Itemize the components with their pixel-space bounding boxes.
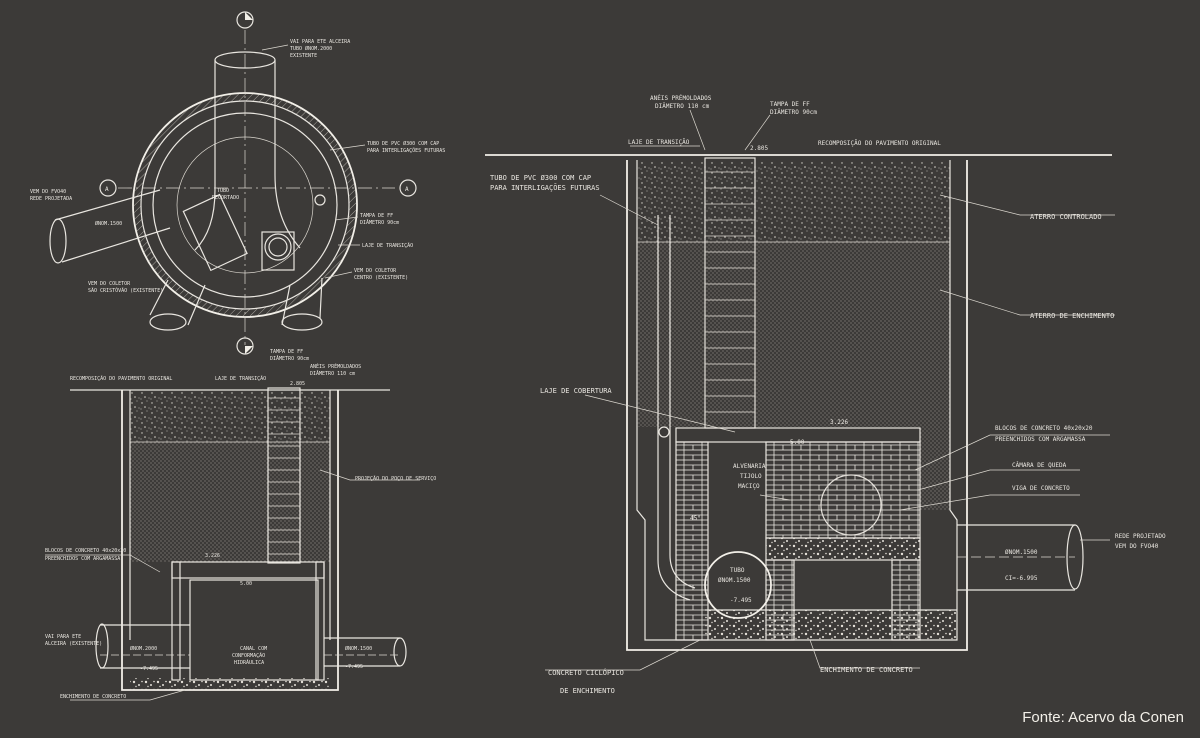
small-label-elev-left: -7.495 xyxy=(140,666,158,672)
main-label-aneis: ANÉIS PRÉMOLDADOS xyxy=(650,94,712,102)
plan-label-existente: EXISTENTE xyxy=(290,53,317,59)
small-label-alceira: ALCEIRA (EXISTENTE) xyxy=(45,641,102,647)
small-label-canal-1: CANAL COM xyxy=(240,646,267,652)
marker-left: A xyxy=(99,179,117,197)
small-label-enchimento: ENCHIMENTO DE CONCRETO xyxy=(60,694,126,700)
small-label-aneis: ANÉIS PRÉMOLDADOS xyxy=(310,362,361,370)
small-label-elev-right: -7.495 xyxy=(345,664,363,670)
plan-label-dnom: ØNOM.1500 xyxy=(95,220,122,227)
plan-view: A A VAI PARA ETE ALCEIRA TUBO ØNOM.2000 … xyxy=(30,11,445,355)
main-label-elev-bottom: -7.495 xyxy=(730,597,752,604)
source-credit: Fonte: Acervo da Conen xyxy=(1022,709,1184,726)
main-section: ANÉIS PRÉMOLDADOS DIÂMETRO 110 cm TAMPA … xyxy=(485,94,1166,695)
small-label-blocos: BLOCOS DE CONCRETO 40x20x20 xyxy=(45,548,126,554)
small-label-diametro-aneis: DIÂMETRO 110 cm xyxy=(310,370,355,377)
main-label-elev-mid: 3.226 xyxy=(830,419,848,426)
main-label-elev-right: CI=-6.995 xyxy=(1005,575,1038,582)
main-label-alvenaria-2: TIJOLO xyxy=(740,473,762,480)
small-label-elev-mid: 3.226 xyxy=(205,553,220,559)
small-label-preenchidos: PREENCHIDOS COM ARGAMASSA xyxy=(45,556,120,562)
small-label-elev-top: 2.805 xyxy=(290,381,305,387)
plan-label-tubo-recortado-2: RECORTADO xyxy=(212,195,239,201)
small-label-width: 5.00 xyxy=(240,581,252,587)
main-label-viga: VIGA DE CONCRETO xyxy=(1012,485,1070,492)
main-label-diametro-tampa: DIÂMETRO 90cm xyxy=(770,109,817,116)
main-label-alvenaria-3: MACIÇO xyxy=(738,483,760,490)
plan-label-vai-para: VAI PARA ETE ALCEIRA xyxy=(290,39,350,45)
marker-top xyxy=(236,11,254,29)
plan-label-diametro: DIÂMETRO 90cm xyxy=(360,219,399,226)
main-label-alvenaria-1: ALVENARIA xyxy=(733,463,766,470)
small-label-recomposicao: RECOMPOSIÇÃO DO PAVIMENTO ORIGINAL xyxy=(70,375,172,382)
main-label-recomposicao: RECOMPOSIÇÃO DO PAVIMENTO ORIGINAL xyxy=(818,140,941,147)
small-label-laje: LAJE DE TRANSIÇÃO xyxy=(215,375,266,382)
small-label-projecao: PROJEÇÃO DO POÇO DE SERVIÇO xyxy=(355,475,436,482)
plan-label-interligacoes: PARA INTERLIGAÇÕES FUTURAS xyxy=(367,147,445,154)
main-label-interligacoes: PARA INTERLIGAÇÕES FUTURAS xyxy=(490,183,600,192)
small-label-canal-2: CONFORMAÇÃO xyxy=(232,652,265,659)
main-label-aterro-controlado: ATERRO CONTROLADO xyxy=(1030,213,1102,221)
main-label-aterro-enchimento: ATERRO DE ENCHIMENTO xyxy=(1030,312,1114,320)
small-label-dnom-1500: ØNOM.1500 xyxy=(345,645,372,652)
main-label-elev-top: 2.805 xyxy=(750,145,768,152)
main-label-tubo-1: TUBO xyxy=(730,567,745,574)
main-label-rede-projetado: REDE PROJETADO xyxy=(1115,533,1166,540)
plan-label-rede: REDE PROJETADA xyxy=(30,196,72,202)
marker-left-label: A xyxy=(105,186,109,193)
marker-right: A xyxy=(399,179,417,197)
main-label-de-enchimento: DE ENCHIMENTO xyxy=(560,687,615,695)
plan-label-tampa: TAMPA DE FF xyxy=(360,213,393,219)
main-label-enchimento: ENCHIMENTO DE CONCRETO xyxy=(820,666,913,674)
main-label-angle: 45° xyxy=(690,515,701,522)
small-section: RECOMPOSIÇÃO DO PAVIMENTO ORIGINAL LAJE … xyxy=(45,349,436,701)
main-label-tubo-pvc: TUBO DE PVC Ø300 COM CAP xyxy=(490,174,591,182)
main-label-vem-fvo40: VEM DO FVO40 xyxy=(1115,543,1159,550)
plan-label-centro: CENTRO (EXISTENTE) xyxy=(354,275,408,281)
plan-label-coletor-left: VEM DO COLETOR xyxy=(88,281,131,287)
small-label-diametro-tampa: DIÂMETRO 90cm xyxy=(270,355,309,362)
plan-label-sao-cristovao: SÃO CRISTÓVÃO (EXISTENTE) xyxy=(88,287,163,294)
plan-label-tubo: TUBO ØNOM.2000 xyxy=(290,45,332,52)
marker-bottom xyxy=(236,337,254,355)
main-label-laje-cobertura: LAJE DE COBERTURA xyxy=(540,387,612,395)
small-label-canal-3: HIDRÁULICA xyxy=(234,659,264,666)
small-label-tampa: TAMPA DE FF xyxy=(270,349,303,355)
plan-label-coletor-right: VEM DO COLETOR xyxy=(354,268,397,274)
marker-right-label: A xyxy=(405,186,409,193)
plan-label-tubo-recortado-1: TUBO xyxy=(217,188,229,194)
main-ladder xyxy=(705,171,755,413)
main-label-blocos: BLOCOS DE CONCRETO 40x20x20 xyxy=(995,425,1093,432)
main-label-tampa: TAMPA DE FF xyxy=(770,101,810,108)
plan-label-tubo-pvc: TUBO DE PVC Ø300 COM CAP xyxy=(367,140,439,147)
main-label-dnom-right: ØNOM.1500 xyxy=(1005,549,1038,556)
main-label-tubo-2: ØNOM.1500 xyxy=(718,577,751,584)
main-label-width: 5.00 xyxy=(790,439,805,446)
main-label-laje-transicao: LAJE DE TRANSIÇÃO xyxy=(628,139,690,146)
main-label-preenchidos: PREENCHIDOS COM ARGAMASSA xyxy=(995,436,1086,443)
small-label-vai-para: VAI PARA ETE xyxy=(45,634,81,640)
main-label-diametro-aneis: DIÂMETRO 110 cm xyxy=(655,103,710,110)
plan-label-laje: LAJE DE TRANSIÇÃO xyxy=(362,242,413,249)
small-label-dnom-2000: ØNOM.2000 xyxy=(130,645,157,652)
main-label-camara: CÂMARA DE QUEDA xyxy=(1012,462,1067,469)
plan-label-vem-fvo40: VEM DO FVO40 xyxy=(30,189,66,195)
small-ladder xyxy=(268,397,300,555)
main-label-concreto-ciclopico: CONCRETO CICLÓPICO xyxy=(548,668,624,677)
